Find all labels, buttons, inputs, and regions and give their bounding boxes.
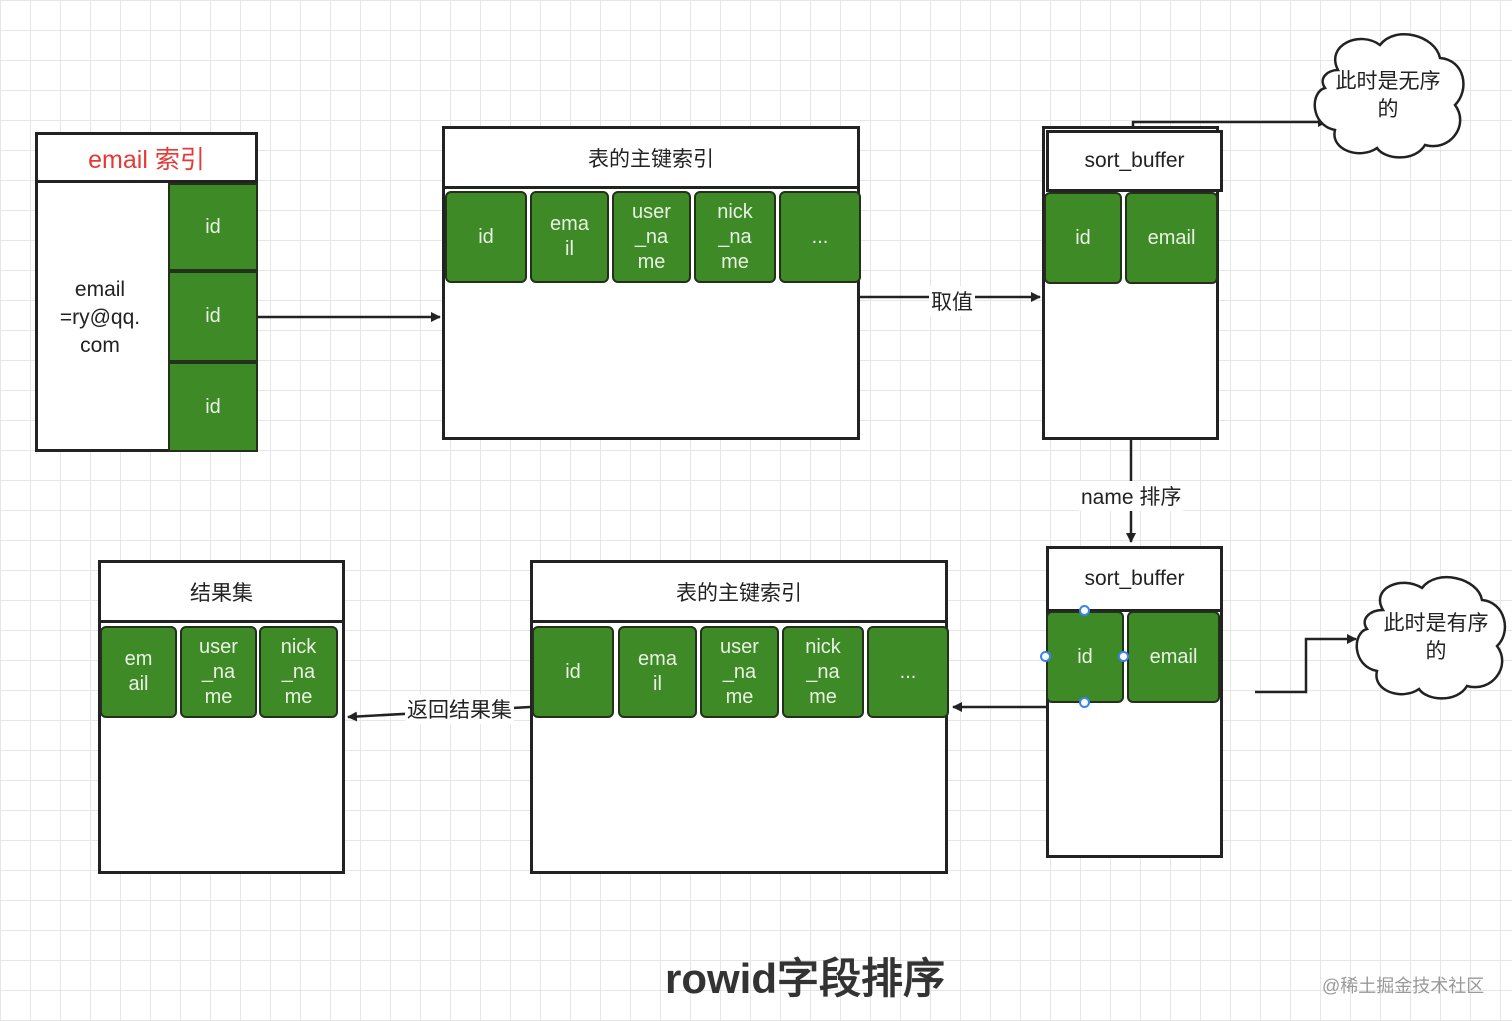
primary-top-col-id: id — [445, 191, 527, 283]
cloud-shape-ordered — [1355, 575, 1507, 700]
label-fetch: 取值 — [929, 286, 975, 316]
primary-top-col-more: ... — [779, 191, 861, 283]
email-index-key: email =ry@qq. com — [59, 278, 141, 357]
arrow-to-ordered-cloud — [1255, 634, 1357, 694]
arrow-to-unordered-cloud — [1131, 117, 1328, 127]
selection-handle-top[interactable] — [1079, 605, 1090, 616]
result-col-email: em ail — [100, 626, 177, 718]
email-index-id-3: id — [168, 362, 258, 452]
sort-buffer-top-col-id: id — [1044, 192, 1122, 284]
diagram-title: rowid字段排序 — [665, 955, 945, 1002]
primary-bottom-col-more: ... — [867, 626, 949, 718]
label-sort-by-name: name 排序 — [1079, 481, 1184, 511]
cloud-ordered-text: 此时是有序 的 — [1383, 612, 1489, 663]
selection-handle-bottom[interactable] — [1079, 697, 1090, 708]
email-index-id-1: id — [168, 183, 258, 271]
sort-buffer-top-col-email: email — [1125, 192, 1218, 284]
email-index-title: email 索引 — [35, 132, 258, 183]
primary-top-col-username: user _na me — [612, 191, 691, 283]
result-col-username: user _na me — [180, 626, 257, 718]
cloud-shape-unordered — [1313, 33, 1465, 159]
selection-handle-right[interactable] — [1118, 651, 1129, 662]
result-col-nickname: nick _na me — [259, 626, 338, 718]
sort-buffer-bottom-title: sort_buffer — [1046, 546, 1223, 612]
email-index-title-text: email 索引 — [88, 145, 205, 174]
primary-index-top-title: 表的主键索引 — [442, 126, 860, 189]
primary-top-col-email: ema il — [530, 191, 609, 283]
sort-buffer-bottom-col-email: email — [1127, 611, 1220, 703]
result-set-title: 结果集 — [98, 560, 345, 623]
label-return-result: 返回结果集 — [405, 694, 514, 724]
watermark: @稀土掘金技术社区 — [1322, 976, 1485, 996]
cloud-unordered-text: 此时是无序 的 — [1335, 70, 1441, 121]
primary-top-col-nickname: nick _na me — [694, 191, 776, 283]
primary-bottom-col-nickname: nick _na me — [782, 626, 864, 718]
sort-buffer-bottom-col-id[interactable]: id — [1046, 611, 1124, 703]
primary-index-bottom-title: 表的主键索引 — [530, 560, 948, 623]
primary-bottom-col-id: id — [532, 626, 614, 718]
email-index-id-2: id — [168, 271, 258, 362]
selection-handle-left[interactable] — [1040, 651, 1051, 662]
primary-bottom-col-username: user _na me — [700, 626, 779, 718]
sort-buffer-top-title: sort_buffer — [1046, 130, 1223, 192]
primary-bottom-col-email: ema il — [618, 626, 697, 718]
